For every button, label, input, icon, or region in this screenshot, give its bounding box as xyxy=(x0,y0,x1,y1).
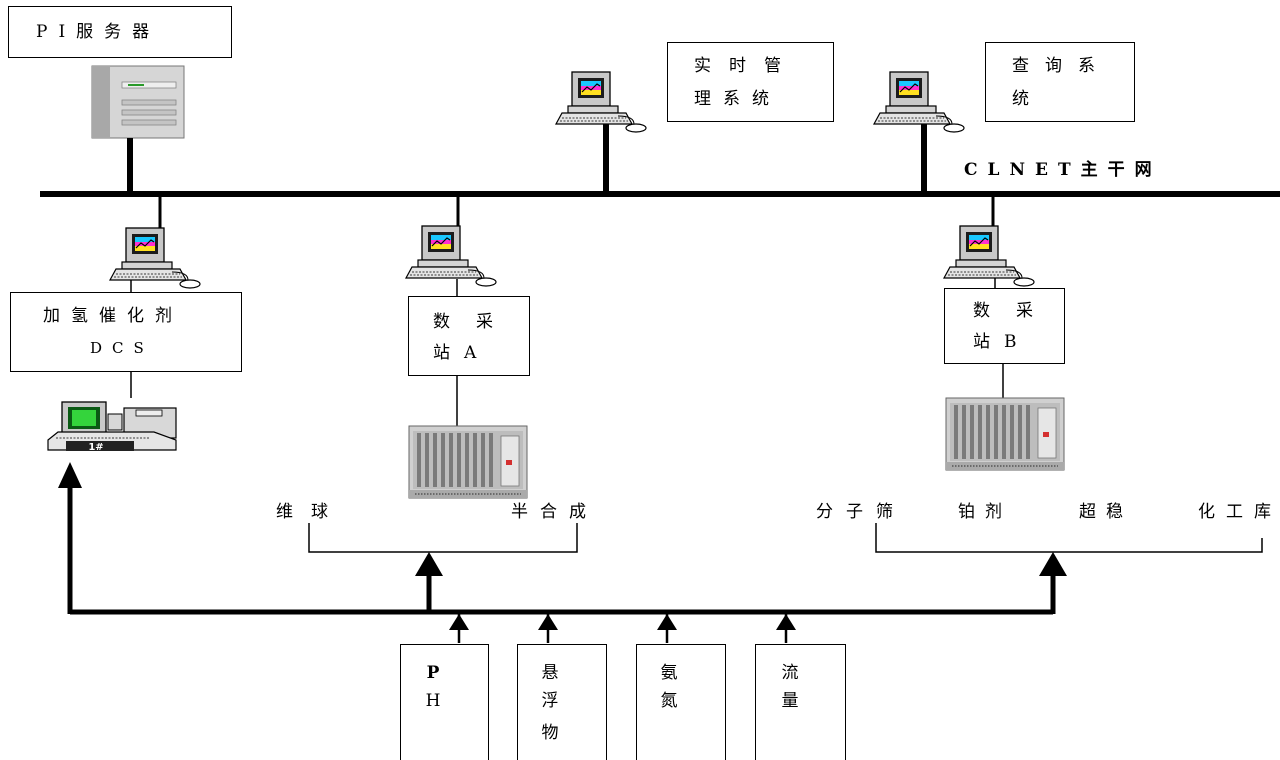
server-label: PI服务器 xyxy=(36,24,160,41)
station-a-box: 数采 站A xyxy=(408,296,530,376)
query-system-line1: 查询系 xyxy=(1012,58,1111,75)
sensor-suspended-char2: 浮 xyxy=(538,685,562,717)
station-b-pc-icon xyxy=(944,226,1034,286)
realtime-system-line2: 理系统 xyxy=(694,91,781,108)
sensor-flow-char2: 量 xyxy=(778,685,802,717)
dcs-box-line1: 加氢催化剂 xyxy=(43,308,183,325)
dcs-pc-icon xyxy=(110,228,200,288)
realtime-system-box: 实时管 理系统 xyxy=(667,42,834,122)
sensor-ph-char2: H xyxy=(421,685,445,717)
sensor-box-ph: P H xyxy=(400,644,489,760)
station-a-line1: 数采 xyxy=(433,314,519,331)
dcs-box-line2: DCS xyxy=(90,341,154,356)
station-b-line2: 站B xyxy=(973,334,1031,351)
server-label-box: PI服务器 xyxy=(8,6,232,58)
group-label-fenzishai: 分子筛 xyxy=(816,504,906,521)
realtime-pc-icon xyxy=(556,72,646,132)
station-a-line2: 站A xyxy=(433,345,490,362)
query-pc-icon xyxy=(874,72,964,132)
group-label-weiqiu: 维球 xyxy=(276,504,346,521)
dcs-box: 加氢催化剂 DCS xyxy=(10,292,242,372)
backbone-label: CLNET主干网 xyxy=(964,162,1162,179)
sensor-box-ammonia: 氨 氮 xyxy=(636,644,726,760)
station-a-rack-icon xyxy=(409,426,527,498)
group-label-banhecheng: 半合成 xyxy=(511,504,598,521)
server-icon xyxy=(92,66,184,138)
dcs-terminal-icon xyxy=(48,402,176,451)
sensor-box-suspended: 悬 浮 物 xyxy=(517,644,607,760)
station-a-pc-icon xyxy=(406,226,496,286)
sensor-ammonia-char2: 氮 xyxy=(657,685,681,717)
realtime-system-line1: 实时管 xyxy=(694,58,799,75)
query-system-box: 查询系 统 xyxy=(985,42,1135,122)
terminal-label: 1# xyxy=(88,442,103,453)
group-label-chaowen: 超稳 xyxy=(1079,504,1133,521)
group-label-bozi: 铂剂 xyxy=(958,504,1012,521)
sensor-suspended-char3: 物 xyxy=(538,717,562,749)
station-b-line1: 数采 xyxy=(973,303,1059,320)
sensor-box-flow: 流 量 xyxy=(755,644,846,760)
station-b-rack-icon xyxy=(946,398,1064,470)
query-system-line2: 统 xyxy=(1012,91,1039,108)
station-b-box: 数采 站B xyxy=(944,288,1065,364)
group-label-huagongku: 化工库 xyxy=(1198,504,1280,521)
